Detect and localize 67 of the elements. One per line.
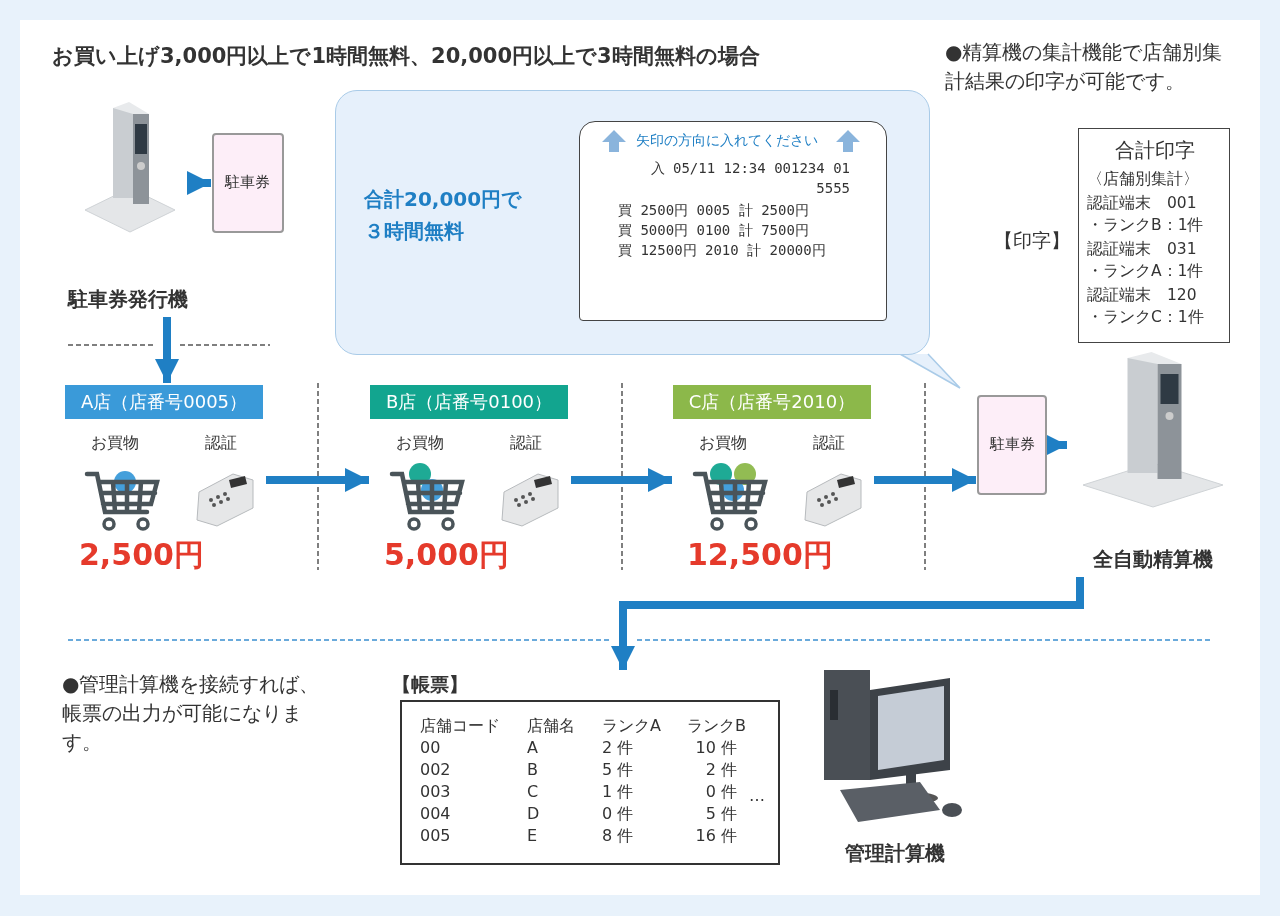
auth-label: 認証 — [205, 433, 237, 454]
store-heading: C店（店番号2010） — [673, 385, 871, 419]
table-cell-text: 2 件 — [704, 760, 737, 781]
table-cell: D — [527, 804, 540, 823]
print-sheet — [1078, 128, 1230, 343]
auth-label: 認証 — [813, 433, 845, 454]
speech-bubble — [335, 90, 930, 355]
sheet-line: ・ランクB：1件 — [1087, 215, 1205, 236]
computer-label: 管理計算機 — [844, 840, 946, 867]
table-cell: 2 件 — [602, 738, 634, 759]
table-cell: 00 — [420, 738, 441, 757]
table-cell: A — [527, 738, 538, 757]
sheet-line: 〈店舗別集計〉 — [1087, 169, 1200, 190]
table-cell: 005 — [420, 826, 451, 845]
sheet-line: 認証端末 001 — [1087, 193, 1198, 214]
receipt-paper — [579, 121, 887, 321]
sheet-line: ・ランクC：1件 — [1087, 307, 1205, 328]
receipt-line: 買 12500円 2010 計 20000円 — [618, 242, 826, 260]
table-cell: 004 — [420, 804, 451, 823]
table-cell: 003 — [420, 782, 451, 801]
table-cell: 店舗名 — [527, 716, 575, 737]
amount-text: 5,000円 — [384, 536, 509, 574]
ticket-label: 駐車券 — [223, 173, 271, 192]
sheet-line: 認証端末 031 — [1087, 239, 1198, 260]
store-heading: B店（店番号0100） — [370, 385, 568, 419]
table-cell: 0 件 — [602, 804, 634, 825]
receipt-line: 買 2500円 0005 計 2500円 — [618, 202, 809, 220]
table-cell: 1 件 — [602, 782, 634, 803]
machine-label: 駐車券発行機 — [66, 286, 189, 313]
table-cell-text: 16 件 — [694, 826, 737, 847]
table-cell: 店舗コード — [420, 716, 500, 737]
table-cell-text: 5 件 — [704, 804, 737, 825]
amount-text: 12,500円 — [687, 536, 833, 574]
amount-text: 2,500円 — [79, 536, 204, 574]
bubble-text: 合計20,000円で３時間無料 — [364, 186, 523, 245]
store-heading: A店（店番号0005） — [65, 385, 263, 419]
arrow — [187, 171, 211, 195]
auth-label: 認証 — [510, 433, 542, 454]
table-cell-text: 0 件 — [704, 782, 737, 803]
table-cell: ランクA — [602, 716, 661, 737]
shop-label: お買物 — [91, 433, 139, 454]
machine-label: 全自動精算機 — [1092, 546, 1214, 573]
table-cell: C — [527, 782, 539, 801]
table-cell: E — [527, 826, 538, 845]
table-cell: ランクB — [687, 716, 746, 737]
shop-label: お買物 — [396, 433, 444, 454]
parking-ticket — [977, 395, 1047, 495]
sheet-title: 合計印字 — [1114, 137, 1196, 164]
parking-ticket — [212, 133, 284, 233]
beside-label: 【印字】 — [994, 228, 1070, 253]
ellipsis-text: … — [749, 786, 765, 805]
receipt-instruction: 矢印の方向に入れてください — [636, 132, 818, 150]
table-cell: B — [527, 760, 538, 779]
title-text: お買い上げ3,000円以上で1時間無料、20,000円以上で3時間無料の場合 — [52, 43, 760, 70]
receipt-line: 入 05/11 12:34 001234 01 5555 — [649, 159, 850, 199]
note-text: ●管理計算機を接続すれば、帳票の出力が可能になります。 — [62, 671, 321, 756]
table-cell: 8 件 — [602, 826, 634, 847]
note-text: ●精算機の集計機能で店舗別集計結果の印字が可能です。 — [945, 39, 1224, 95]
shop-label: お買物 — [699, 433, 747, 454]
report-heading: 【帳票】 — [392, 672, 468, 697]
table-cell-text: 10 件 — [694, 738, 737, 759]
ticket-label: 駐車券 — [988, 435, 1036, 454]
table-cell: 002 — [420, 760, 451, 779]
receipt-line: 買 5000円 0100 計 7500円 — [618, 222, 809, 240]
table-cell: 5 件 — [602, 760, 634, 781]
sheet-line: 認証端末 120 — [1087, 285, 1198, 306]
sheet-line: ・ランクA：1件 — [1087, 261, 1205, 282]
